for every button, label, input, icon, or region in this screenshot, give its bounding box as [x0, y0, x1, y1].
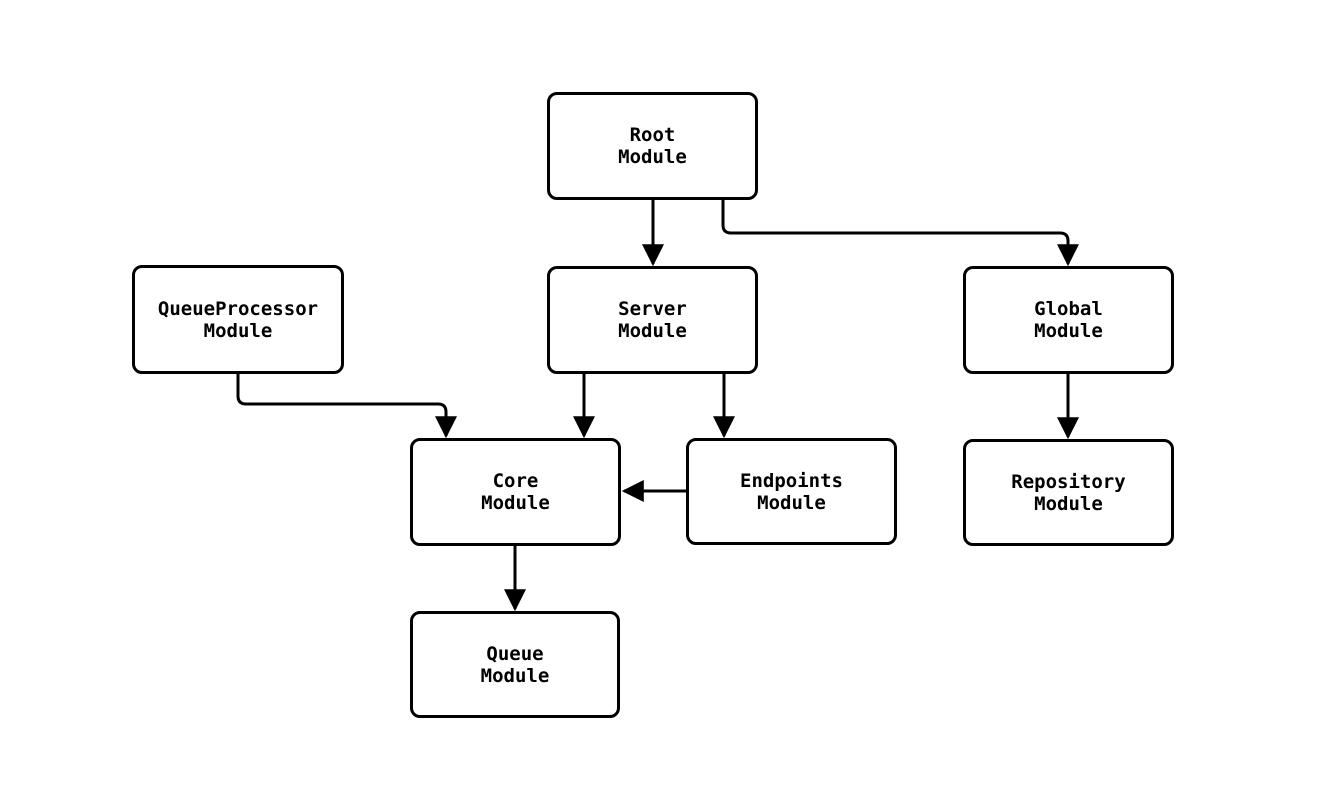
node-global-module: Global Module [963, 266, 1174, 374]
node-queueprocessor-module-label: QueueProcessor Module [157, 297, 319, 342]
node-root-module-label: Root Module [618, 124, 687, 168]
node-queueprocessor-module: QueueProcessor Module [132, 265, 344, 374]
node-root-module: Root Module [547, 92, 758, 200]
node-queue-module-label: Queue Module [480, 642, 550, 687]
node-server-module: Server Module [547, 266, 758, 374]
node-core-module-label: Core Module [481, 470, 550, 514]
node-repository-module: Repository Module [963, 439, 1174, 546]
node-endpoints-module-label: Endpoints Module [740, 469, 843, 514]
node-endpoints-module: Endpoints Module [686, 438, 897, 545]
edge-queueprocessor-to-core [236, 374, 457, 439]
edge-root-to-global [721, 199, 1079, 267]
node-core-module: Core Module [410, 438, 621, 546]
node-repository-module-label: Repository Module [1011, 470, 1126, 515]
node-queue-module: Queue Module [410, 611, 620, 718]
node-server-module-label: Server Module [618, 298, 687, 342]
node-global-module-label: Global Module [1034, 298, 1103, 342]
